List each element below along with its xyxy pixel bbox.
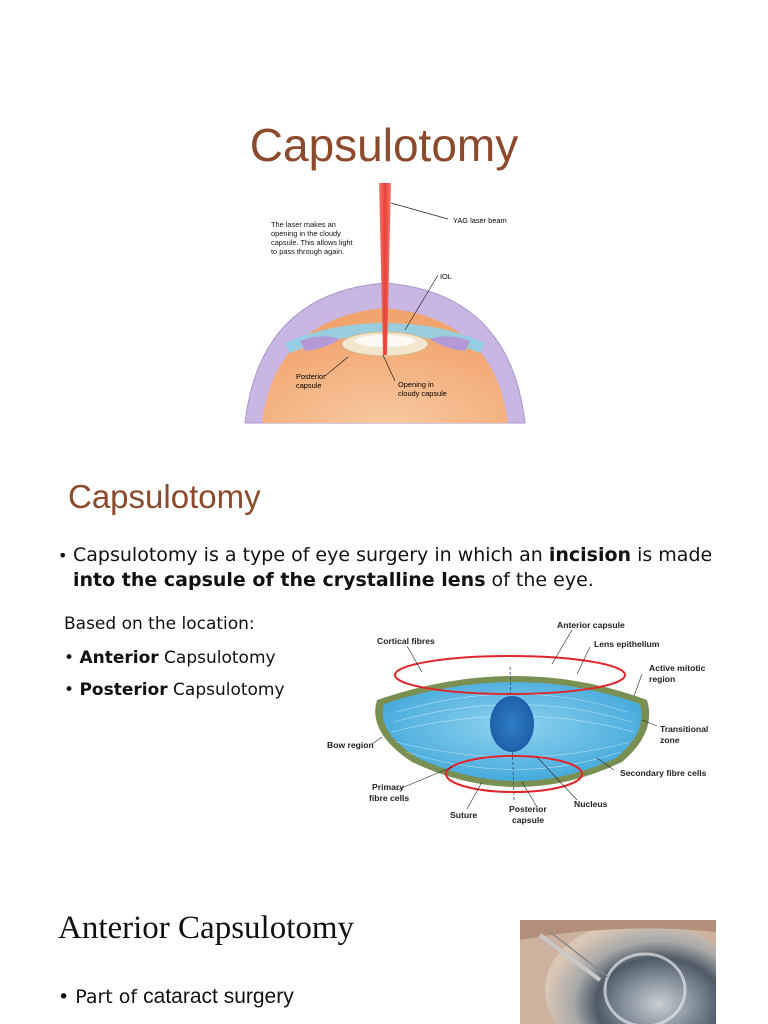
anterior-capsule-label: Anterior capsule bbox=[557, 620, 625, 630]
lens-anatomy-diagram: Cortical fibres Anterior capsule Lens ep… bbox=[327, 620, 711, 825]
anterior-bullet: • Anterior Capsulotomy bbox=[64, 648, 276, 668]
cataract-surgery-photo bbox=[520, 920, 716, 1024]
bullet-rest: Capsulotomy bbox=[167, 680, 285, 700]
iol-label: IOL bbox=[440, 272, 452, 281]
bullet-dot: • bbox=[58, 546, 68, 565]
bullet-bold: Posterior bbox=[79, 680, 168, 700]
bow-region-label: Bow region bbox=[327, 740, 374, 750]
definition-bold-capsule: into the capsule of the crystalline lens bbox=[73, 569, 486, 591]
based-on-text: Based on the location: bbox=[64, 614, 255, 634]
yag-label: YAG laser beam bbox=[453, 216, 507, 225]
cortical-fibres-label: Cortical fibres bbox=[377, 636, 435, 646]
figure-caption: The laser makes an opening in the cloudy… bbox=[271, 220, 355, 256]
bullet-prefix: Part of bbox=[75, 986, 144, 1008]
bullet-rest: Capsulotomy bbox=[158, 648, 276, 668]
bullet-main: cataract surgery bbox=[143, 985, 294, 1008]
posterior-bullet: • Posterior Capsulotomy bbox=[64, 680, 285, 700]
opening-label: Opening in cloudy capsule bbox=[398, 380, 447, 398]
definition-text: Capsulotomy is a type of eye surgery in … bbox=[73, 544, 549, 566]
active-mitotic-label: Active mitotic region bbox=[649, 663, 708, 684]
posterior-capsule-label: Posterior capsule bbox=[296, 372, 328, 390]
section-title: Capsulotomy bbox=[68, 478, 261, 515]
lens-epithelium-label: Lens epithelium bbox=[594, 639, 660, 649]
primary-fibre-label: Primary fibre cells bbox=[369, 782, 409, 803]
definition-bold-incision: incision bbox=[548, 544, 632, 566]
nucleus-label: Nucleus bbox=[574, 799, 608, 809]
posterior-capsule-label: Posterior capsule bbox=[509, 804, 549, 825]
yag-laser-eye-diagram: The laser makes an opening in the cloudy… bbox=[244, 183, 526, 424]
secondary-fibre-label: Secondary fibre cells bbox=[620, 768, 707, 778]
suture-label: Suture bbox=[450, 810, 477, 820]
definition-text: is made bbox=[631, 544, 713, 566]
bullet-bold: Anterior bbox=[79, 648, 159, 668]
transitional-zone-label: Transitional zone bbox=[660, 724, 711, 745]
cataract-bullet: • Part of cataract surgery bbox=[58, 985, 294, 1008]
slide-title: Capsulotomy bbox=[249, 119, 519, 171]
definition-bullet: • Capsulotomy is a type of eye surgery i… bbox=[58, 543, 748, 593]
section-title-serif: Anterior Capsulotomy bbox=[58, 910, 355, 946]
definition-text: of the eye. bbox=[485, 569, 594, 591]
